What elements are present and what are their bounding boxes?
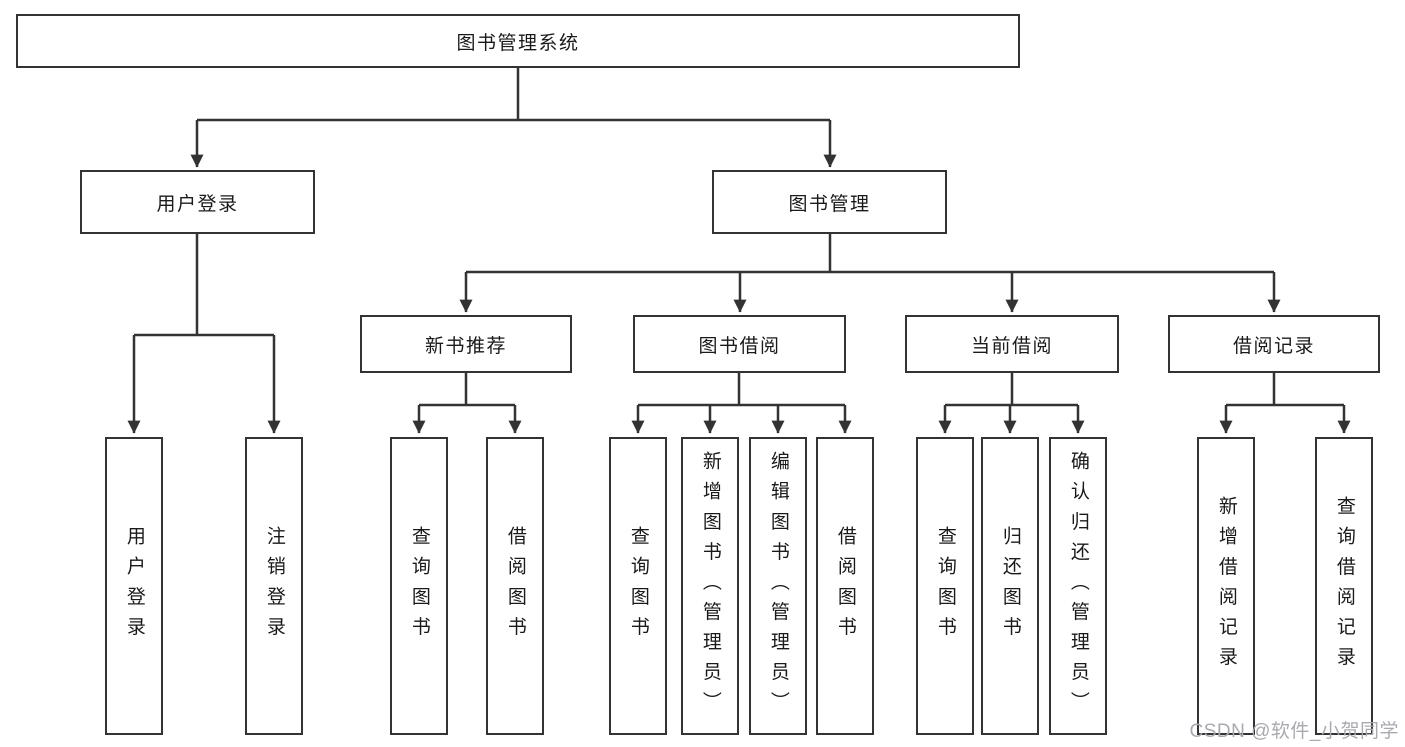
leaf-cb-return-books-label: 归还图书 (999, 525, 1021, 647)
leaf-bb-borrow-books-label: 借阅图书 (834, 525, 856, 647)
branch-borrow-records: 借阅记录 (1168, 315, 1380, 373)
branch-book-management: 图书管理 (712, 170, 947, 234)
leaf-cb-query-books: 查询图书 (916, 437, 974, 735)
branch-user-login: 用户登录 (80, 170, 315, 234)
leaf-bb-edit-books-admin: 编辑图书（管理员） (749, 437, 807, 735)
branch-new-book-recommend: 新书推荐 (360, 315, 572, 373)
leaf-bb-query-books-label: 查询图书 (627, 525, 649, 647)
leaf-bb-add-books-admin: 新增图书（管理员） (681, 437, 739, 735)
leaf-user-login-label: 用户登录 (123, 525, 145, 647)
connector-trunks (134, 68, 1344, 407)
leaf-nb-borrow-books: 借阅图书 (486, 437, 544, 735)
leaf-bb-add-books-admin-label: 新增图书（管理员） (699, 450, 721, 722)
leaf-br-query-record: 查询借阅记录 (1315, 437, 1373, 735)
leaf-nb-query-books: 查询图书 (390, 437, 448, 735)
leaf-logout-login: 注销登录 (245, 437, 303, 735)
leaf-cb-confirm-return-admin: 确认归还（管理员） (1049, 437, 1107, 735)
leaf-br-query-record-label: 查询借阅记录 (1333, 495, 1355, 677)
leaf-nb-borrow-books-label: 借阅图书 (504, 525, 526, 647)
leaf-bb-edit-books-admin-label: 编辑图书（管理员） (767, 450, 789, 722)
leaf-bb-borrow-books: 借阅图书 (816, 437, 874, 735)
leaf-cb-return-books: 归还图书 (981, 437, 1039, 735)
leaf-br-add-record-label: 新增借阅记录 (1215, 495, 1237, 677)
leaf-bb-query-books: 查询图书 (609, 437, 667, 735)
node-root-system: 图书管理系统 (16, 14, 1020, 68)
leaf-cb-confirm-return-admin-label: 确认归还（管理员） (1067, 450, 1089, 722)
leaf-nb-query-books-label: 查询图书 (408, 525, 430, 647)
leaf-cb-query-books-label: 查询图书 (934, 525, 956, 647)
branch-current-borrow: 当前借阅 (905, 315, 1119, 373)
leaf-user-login: 用户登录 (105, 437, 163, 735)
branch-book-borrow: 图书借阅 (633, 315, 846, 373)
leaf-br-add-record: 新增借阅记录 (1197, 437, 1255, 735)
leaf-logout-login-label: 注销登录 (263, 525, 285, 647)
